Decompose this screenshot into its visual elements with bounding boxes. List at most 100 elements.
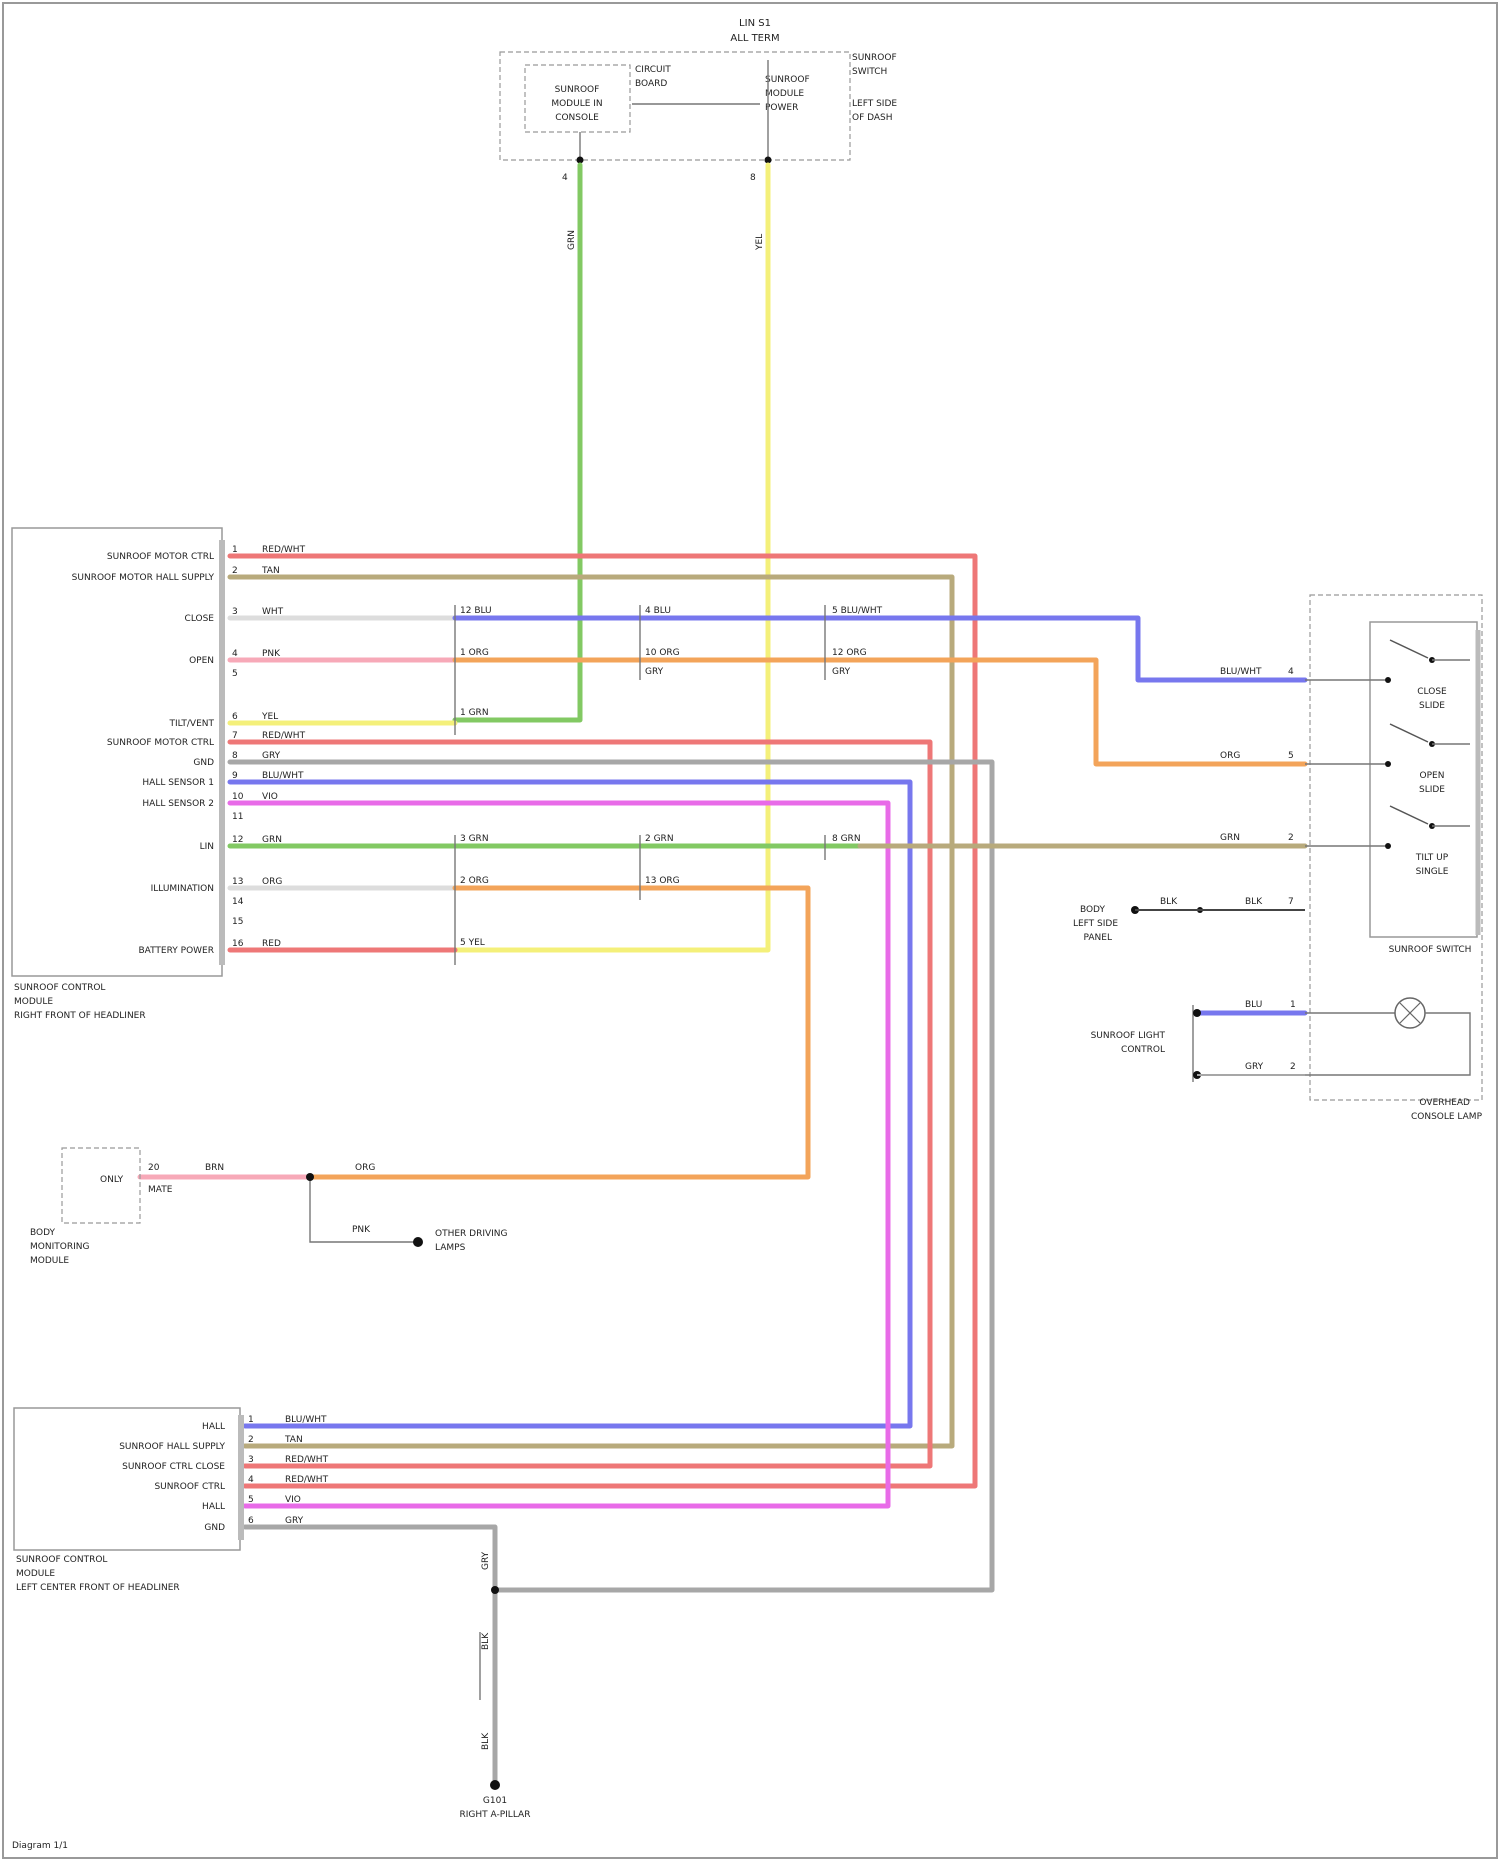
left-pin-number: 4 [232,649,238,659]
splice-row2-a: 1 ORG [460,648,489,658]
bottom-pin-label: SUNROOF HALL SUPPLY [119,1442,225,1452]
wire-magenta-hall2 [230,803,888,1506]
bottom-pin-wire: RED/WHT [285,1475,329,1485]
illum-only-label: ONLY [100,1175,124,1185]
left-pin-number: 1 [232,545,238,555]
bottom-pin-number: 6 [248,1516,254,1526]
top-right-pin: 8 [750,173,756,183]
lamp-wire-2: GRY [1245,1062,1264,1072]
left-pin-number: 8 [232,751,238,761]
bottom-pin-label: HALL [202,1422,225,1432]
ground-name: G101 [483,1796,507,1806]
left-module-caption-1: SUNROOF CONTROL [14,983,105,993]
bottom-module-caption-2: MODULE [16,1569,55,1579]
bottom-pin-label: SUNROOF CTRL CLOSE [122,1462,225,1472]
ground-label-2: LEFT SIDE [1073,919,1118,929]
illum-branch-label-1: OTHER DRIVING [435,1229,508,1239]
body-monitoring-module-box [62,1148,140,1223]
left-pin-wire: YEL [261,712,278,722]
switch-contact [1385,761,1391,767]
switch-label: OPEN [1420,771,1445,781]
switch-label: TILT UP [1415,853,1449,863]
lamp-return-lead [1305,1013,1470,1075]
left-pin-number: 14 [232,897,244,907]
left-module-caption-2: MODULE [14,997,53,1007]
right-module-outer-box [1310,595,1482,1100]
illum-sub: MATE [148,1185,173,1195]
left-pin-label: SUNROOF MOTOR CTRL [107,738,214,748]
switch-wire: GRN [1220,833,1240,843]
left-pin-number: 16 [232,939,244,949]
left-pin-wire: VIO [262,792,278,802]
splice-markers: 12 BLU 4 BLU 5 BLU/WHT 1 ORG 10 ORG 12 O… [455,230,883,965]
sunroof-switches: BLU/WHT4CLOSESLIDEORG5OPENSLIDEGRN2TILT … [1220,640,1470,877]
bottom-pin-number: 2 [248,1435,254,1445]
left-pin-number: 5 [232,669,238,679]
left-pin-number: 11 [232,812,243,822]
ground-splice-dot [491,1586,499,1594]
splice-row4-a: 3 GRN [460,834,489,844]
splice-row5-a: 2 ORG [460,876,489,886]
bottom-module-caption-1: SUNROOF CONTROL [16,1555,107,1565]
lamp-caption-1: OVERHEAD [1419,1098,1470,1108]
splice-row1-c: 5 BLU/WHT [832,606,883,616]
top-module-title: LIN S1 [739,18,771,29]
left-pin-label: HALL SENSOR 1 [142,778,214,788]
ground-wire-label-1: GRY [481,1551,491,1570]
left-pin-number: 13 [232,877,243,887]
splice-row5-b: 13 ORG [645,876,680,886]
lamp-pin-2: 2 [1290,1062,1296,1072]
top-module-inner-mid-2: BOARD [635,79,667,89]
bottom-pin-number: 5 [248,1495,254,1505]
switch-label: SLIDE [1419,785,1445,795]
left-pin-wire: PNK [262,649,281,659]
left-pin-number: 3 [232,607,238,617]
lamp-dot-top [1193,1009,1201,1017]
switch-contact [1385,677,1391,683]
bottom-pin-label: HALL [202,1502,225,1512]
left-pin-wire: GRY [262,751,281,761]
top-module-side-3: LEFT SIDE [852,99,897,109]
ground-location: RIGHT A-PILLAR [460,1810,531,1820]
diagram-frame [3,3,1497,1858]
illum-name-1: BODY [30,1228,56,1238]
bottom-pin-number: 4 [248,1475,254,1485]
bottom-pin-wire: TAN [284,1435,303,1445]
splice-row2-c: 12 ORG [832,648,867,658]
ground-wire-label-3: BLK [481,1732,491,1750]
wires [140,165,1305,1785]
top-module-inner-right-1: SUNROOF [765,75,810,85]
splice-row2b-b: GRY [832,667,851,677]
switch-blade-icon [1390,640,1428,658]
illum-splice-dot [306,1173,314,1181]
lamp-label-2: CONTROL [1121,1045,1165,1055]
ground-wire-label-2: BLK [481,1632,491,1650]
switch-label: SINGLE [1416,867,1449,877]
switch-blade-icon [1390,724,1428,742]
diagram-footer: Diagram 1/1 [12,1841,68,1851]
bottom-pin-wire: BLU/WHT [285,1415,327,1425]
ground-pin: 7 [1288,897,1294,907]
bottom-pin-wire: RED/WHT [285,1455,329,1465]
top-module-inner-mid-1: CIRCUIT [635,65,671,75]
top-module: LIN S1 ALL TERM SUNROOF MODULE IN CONSOL… [500,18,897,183]
bottom-module-caption-3: LEFT CENTER FRONT OF HEADLINER [16,1583,180,1593]
left-pin-label: SUNROOF MOTOR CTRL [107,552,214,562]
splice-row1-a: 12 BLU [460,606,492,616]
left-module-caption-3: RIGHT FRONT OF HEADLINER [14,1011,146,1021]
left-module: SUNROOF MOTOR CTRL 1RED/WHT SUNROOF MOTOR … [12,528,306,1021]
bottom-pin-wire: GRY [285,1516,304,1526]
left-pin-wire: RED/WHT [262,731,306,741]
illum-name-3: MODULE [30,1256,69,1266]
switch-pin: 4 [1288,667,1294,677]
wire-red-1 [230,556,975,1486]
wire-gray-bottom-gnd [245,1527,495,1785]
switch-label: SLIDE [1419,701,1445,711]
illum-branch-label-2: LAMPS [435,1243,466,1253]
ground-label-1: BODY [1080,905,1106,915]
splice-row2b-a: GRY [645,667,664,677]
bottom-pin-label: SUNROOF CTRL [154,1482,225,1492]
